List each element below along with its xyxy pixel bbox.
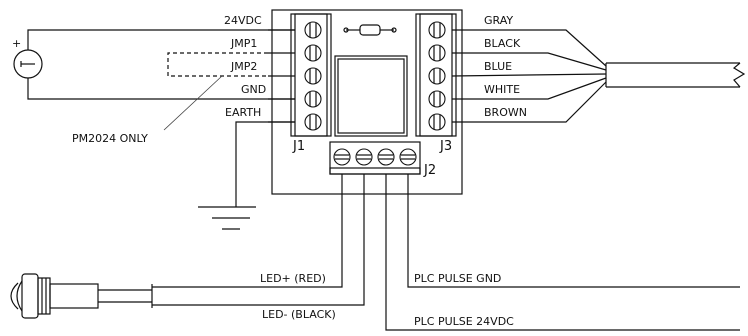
j1-screw-5 [304,113,322,131]
j2-label: J2 [423,163,436,178]
j1-label: J1 [292,139,305,154]
j2-screw-2 [355,148,373,166]
j3-screw-4 [428,90,446,108]
j3-wire-brown: BROWN [484,106,527,119]
relay-module [334,55,408,137]
j3-screw-5 [428,113,446,131]
led-plus-label: LED+ (RED) [260,272,326,285]
j3-wire-gray: GRAY [484,14,513,27]
wire-plc-gnd [407,174,740,288]
resistor-icon [343,24,397,36]
j1-screw-4 [304,90,322,108]
j3-wire-white: WHITE [484,83,520,96]
pm2024-leader [163,75,223,131]
j1-pin-jmp2: JMP2 [230,60,257,73]
j1-screw-2 [304,44,322,62]
j1-pin-24vdc: 24VDC [224,14,262,27]
led-indicator-icon [10,273,153,319]
relay-module-inner [337,58,405,134]
j1-pin-jmp1: JMP1 [230,37,257,50]
pm2024-note: PM2024 ONLY [72,132,148,145]
terminal-block-j3 [415,13,457,137]
j3-wire-black: BLACK [484,37,521,50]
plc-gnd-label: PLC PULSE GND [414,272,501,285]
terminal-block-j1 [290,13,332,137]
pcb-board [271,9,463,195]
supply-plus-label: + [12,37,21,50]
wire-24vdc [27,29,295,50]
j1-pin-gnd: GND [241,83,266,96]
jumper-dashed [167,52,268,77]
wire-led-minus [152,174,365,306]
wire-gnd [27,78,295,100]
terminal-block-j2 [329,141,421,175]
j2-screw-4 [399,148,417,166]
j3-wire-blue: BLUE [484,60,512,73]
j3-screw-3 [428,67,446,85]
j1-screw-3 [304,67,322,85]
plc-24vdc-label: PLC PULSE 24VDC [414,315,514,328]
led-minus-label: LED- (BLACK) [262,308,336,321]
cable-jacket [605,62,746,88]
wire-plc-24vdc [385,174,740,331]
wire-led-plus [152,174,343,288]
j3-screw-1 [428,21,446,39]
j2-screw-1 [333,148,351,166]
dc-supply-icon [13,49,43,79]
j3-screw-2 [428,44,446,62]
j1-screw-1 [304,21,322,39]
j2-screw-3 [377,148,395,166]
earth-ground-icon [198,206,256,230]
j1-pin-earth: EARTH [225,106,261,119]
j3-label: J3 [439,139,452,154]
wire-earth [235,121,295,207]
